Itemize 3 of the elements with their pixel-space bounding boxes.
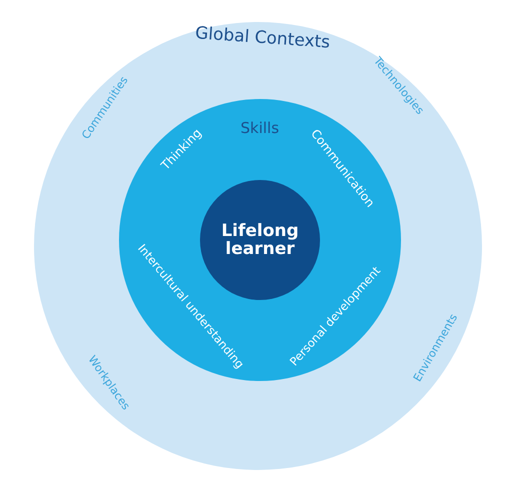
ring-label: Lifelong learner: [220, 222, 300, 259]
ring-heading: Global Contexts: [194, 24, 330, 52]
ring-heading: Skills: [240, 120, 280, 136]
